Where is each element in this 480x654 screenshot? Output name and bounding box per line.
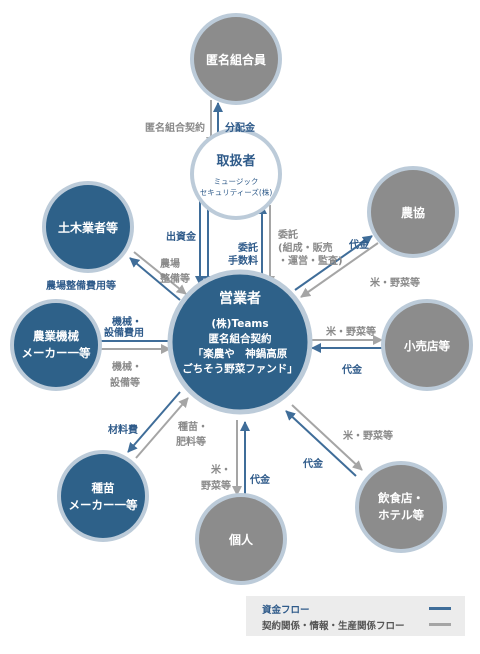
retail-label: 小売店等 [403, 339, 450, 353]
operator-line-1: (株)Teams [211, 317, 268, 330]
legend-fund-flow-label: 資金フロー [262, 605, 310, 616]
operator-line-4: ごちそう野菜ファンド」 [182, 362, 298, 375]
civil-label: 土木業者等 [58, 220, 118, 235]
handler-sub-line-1: ミュージック [214, 177, 259, 186]
restaurant-label-1: 飲食店・ [377, 491, 424, 505]
entrust-label-1: 委託 [277, 228, 298, 241]
machinery-label-1: 農業機械 [33, 329, 79, 343]
handler-node: 取扱者 ミュージック セキュリティーズ(株) [190, 128, 282, 220]
material-cost-label: 材料費 [108, 423, 138, 436]
farm-label-2: 整備等 [159, 272, 190, 285]
coop-label: 農協 [401, 205, 425, 220]
seed-label-1: 種苗 [92, 481, 115, 495]
legend-fund-flow-swatch [429, 607, 451, 610]
seed-label-2: メーカー一等 [69, 498, 138, 512]
individual-label: 個人 [228, 532, 254, 547]
price-individual-label: 代金 [249, 473, 271, 486]
machine-cost-label-2: 設備費用 [104, 326, 144, 339]
rice-coop-label: 米・野菜等 [370, 276, 420, 289]
restaurant-label-2: ホテル等 [378, 508, 424, 522]
machinery-label-2: メーカー一等 [22, 346, 91, 360]
flow-lines [91, 100, 383, 496]
price-restaurant-label: 代金 [302, 457, 324, 470]
rice-individual-label-2: 野菜等 [201, 479, 231, 492]
commission-label-2: 手数料 [228, 254, 258, 267]
machine-cost-label-1: 機械・ [112, 315, 142, 328]
operator-line-2: 匿名組合契約 [209, 332, 272, 345]
investment-label: 出資金 [166, 230, 197, 243]
flow-labels: 匿名組合契約 分配金 出資金 委託 手数料 委託 (組成・販売 ・運営・監査) … [46, 121, 420, 492]
handler-sub-line-2: セキュリティーズ(株) [200, 187, 273, 197]
price-coop-line [294, 235, 373, 291]
legend: 資金フロー 契約関係・情報・生産関係フロー [246, 596, 465, 636]
material-cost-line [127, 391, 181, 453]
farm-cost-line [129, 257, 181, 301]
rice-coop-line [300, 242, 379, 298]
legend-contract-flow-swatch [429, 623, 451, 626]
investors-label: 匿名組合員 [206, 52, 266, 67]
machine-goods-label-1: 機械・ [112, 360, 142, 373]
commission-label-1: 委託 [237, 241, 258, 254]
rice-restaurant-label: 米・野菜等 [343, 429, 393, 442]
rice-retail-label: 米・野菜等 [326, 325, 376, 338]
machinery-node: 農業機械 メーカー一等 [10, 299, 102, 391]
seed-goods-label-1: 種苗・ [178, 420, 208, 433]
operator-title: 営業者 [219, 290, 261, 307]
seed-goods-line [135, 397, 189, 459]
price-coop-label: 代金 [348, 238, 370, 251]
legend-contract-flow-label: 契約関係・情報・生産関係フロー [262, 621, 405, 632]
farm-line [133, 251, 187, 295]
individual-node: 個人 [195, 493, 287, 585]
coop-node: 農協 [367, 166, 459, 258]
entrust-label-3: ・運営・監査) [278, 254, 343, 267]
farm-label-1: 農場 [160, 257, 180, 270]
investors-node: 匿名組合員 [190, 13, 282, 105]
operator-node: 営業者 (株)Teams 匿名組合契約 「楽農や 神鍋高原 ごちそう野菜ファンド… [167, 269, 313, 415]
price-restaurant-line [285, 410, 357, 477]
civil-node: 土木業者等 [42, 181, 134, 273]
handler-title: 取扱者 [216, 153, 255, 169]
seed-node: 種苗 メーカー一等 [57, 450, 149, 542]
distribution-label: 分配金 [225, 121, 256, 134]
price-retail-label: 代金 [341, 363, 363, 376]
contract-label: 匿名組合契約 [145, 121, 205, 134]
operator-line-3: 「楽農や 神鍋高原 [193, 347, 288, 360]
entrust-label-2: (組成・販売 [278, 241, 333, 254]
farm-cost-label: 農場整備費用等 [46, 279, 116, 292]
retail-node: 小売店等 [381, 299, 473, 391]
machine-goods-label-2: 設備等 [110, 376, 140, 389]
seed-goods-label-2: 肥料等 [176, 435, 206, 448]
rice-individual-label-1: 米・ [211, 463, 231, 476]
restaurant-node: 飲食店・ ホテル等 [355, 461, 447, 553]
rice-restaurant-line [291, 404, 363, 471]
